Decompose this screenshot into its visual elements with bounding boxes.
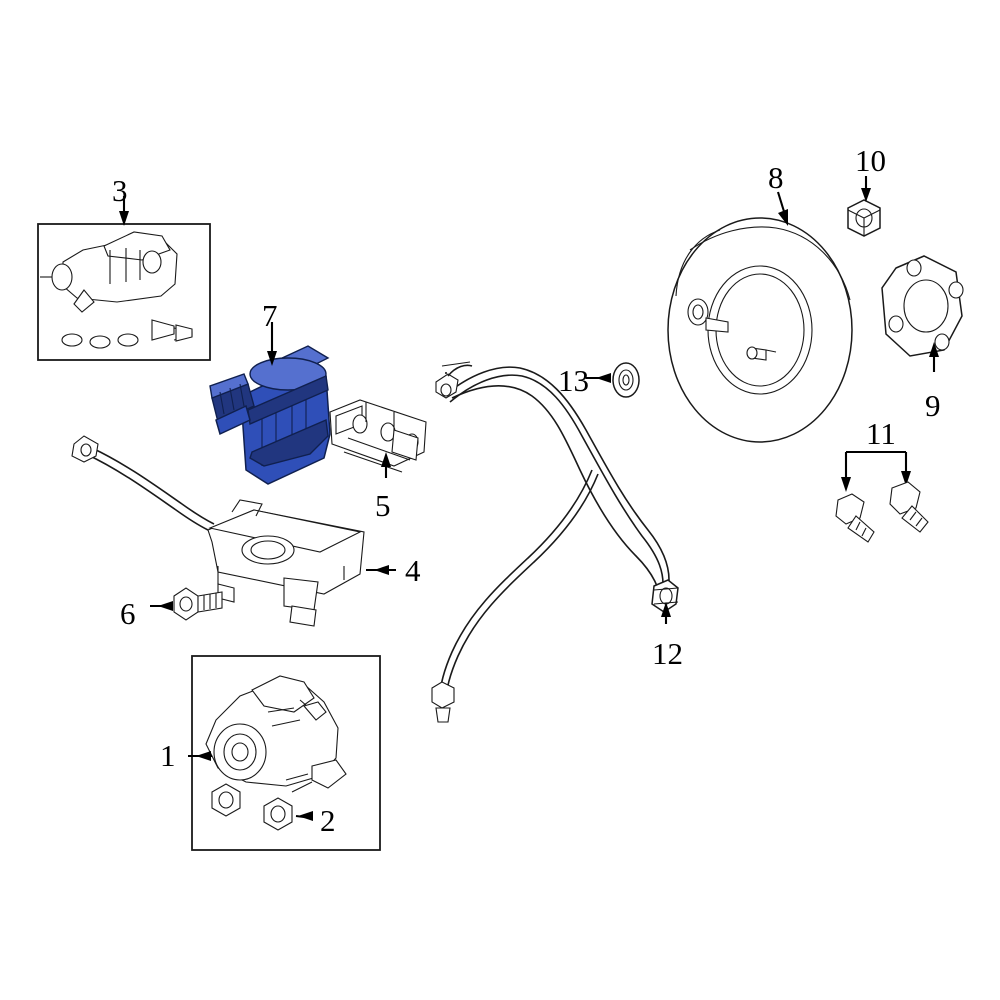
brake-lines-center [431, 361, 670, 723]
callout-number-12: 12 [652, 636, 683, 671]
callout-number-10: 10 [855, 143, 886, 178]
callout-number-5: 5 [375, 488, 391, 523]
leader-3 [119, 196, 129, 226]
callout-number-2: 2 [320, 803, 336, 838]
leader-2 [295, 811, 313, 821]
part-11-bolts [835, 450, 929, 543]
leader-12 [661, 602, 671, 624]
leader-4 [366, 565, 396, 575]
leader-10 [861, 176, 871, 202]
leader-1 [188, 751, 212, 761]
callout-number-7: 7 [262, 298, 278, 333]
leader-6 [150, 601, 173, 611]
callout-number-3: 3 [112, 173, 128, 208]
part-9-gasket-plate [881, 255, 964, 357]
leader-7 [267, 322, 277, 366]
leader-8 [776, 191, 788, 226]
part-13-grommet [612, 362, 640, 398]
leader-5 [381, 452, 391, 478]
callout-number-9: 9 [925, 388, 941, 423]
part-5-bracket [329, 399, 427, 473]
callout-number-4: 4 [405, 553, 421, 588]
brake-line-left [71, 435, 215, 531]
leader-9 [929, 342, 939, 372]
inset-box-1 [191, 655, 381, 851]
part-8-brake-booster [667, 217, 853, 443]
leader-13 [586, 373, 611, 383]
part-10-nut [847, 199, 881, 237]
callout-number-8: 8 [768, 160, 784, 195]
inset-box-3 [37, 223, 211, 361]
callout-number-1: 1 [160, 738, 176, 773]
part-4-reservoir [207, 499, 365, 627]
callout-number-13: 13 [558, 363, 589, 398]
part-12-clip [651, 579, 679, 613]
part-6-bolt [173, 587, 223, 621]
callout-number-11: 11 [866, 416, 896, 451]
callout-number-6: 6 [120, 596, 136, 631]
part-7-vacuum-pump [209, 345, 331, 485]
